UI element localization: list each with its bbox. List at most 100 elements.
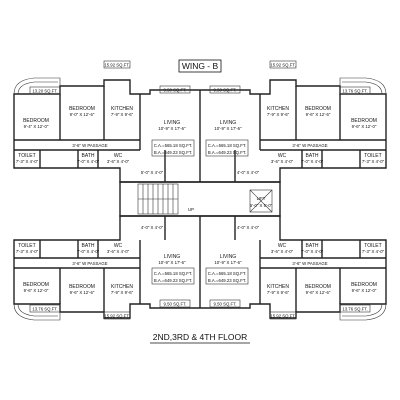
stair-up-label: UP: [188, 207, 194, 212]
room-name-tr-bed1: BEDROOM: [351, 118, 377, 124]
lift-size: 5'-0" X 5'-0": [250, 203, 273, 208]
room-size-bl-bed1: 9'-6" X 12'-0": [24, 288, 49, 293]
room-name-br-bath: BATH: [306, 243, 319, 249]
area-tags: [29, 60, 371, 320]
room-size-tr-wc: 3'-6" X 4'-0": [271, 159, 294, 164]
staircase: [137, 183, 179, 215]
area-balcony-bottom-center-right: 15.92 SQ.FT.: [270, 314, 295, 319]
area-balcony-bottom-right: 13.76 SQ.FT.: [342, 307, 367, 312]
duct-tl: 5'-0" X 4'-0": [141, 170, 164, 175]
built-area-bottom-right: B.A.=649.23 SQ.FT.: [208, 278, 246, 283]
room-name-tr-wc: WC: [278, 153, 287, 159]
room-size-br-kitchen: 7'-9" X 9'-6": [267, 290, 290, 295]
lift-name: LIFT: [257, 196, 266, 201]
room-name-bl-wc: WC: [114, 243, 123, 249]
passage-tr: 3'-6" W PASSAGE: [292, 143, 327, 148]
carpet-area-bottom-left: C.A.=565.18 SQ.FT.: [154, 271, 193, 276]
room-name-tl-kitchen: KITCHEN: [111, 106, 133, 112]
room-name-tl-bath: BATH: [82, 153, 95, 159]
passage-br: 3'-6" W PASSAGE: [292, 261, 327, 266]
room-size-tr-kitchen: 7'-9" X 9'-6": [267, 112, 290, 117]
wing-label-box: [178, 59, 222, 73]
room-name-tr-toilet: TOILET: [364, 153, 381, 159]
room-name-bl-kitchen: KITCHEN: [111, 284, 133, 290]
room-name-tl-living: LIVING: [164, 120, 181, 126]
area-vent-bottom-2: 9.50 SQ.FT.: [214, 302, 237, 307]
room-size-tl-bed2: 9'-0" X 12'-6": [70, 112, 95, 117]
area-box-bottom-left: [151, 267, 195, 285]
room-size-tl-living: 10'-9" X 17'-6": [158, 126, 186, 131]
room-size-bl-bed2: 9'-6" X 12'-6": [70, 290, 95, 295]
area-vent-top-1: 9.50 SQ.FT.: [164, 88, 187, 93]
room-size-br-living: 10'-9" X 17'-6": [214, 260, 242, 265]
area-vent-top-2: 9.50 SQ.FT.: [214, 88, 237, 93]
room-size-tl-kitchen: 7'-9" X 9'-6": [111, 112, 134, 117]
room-name-bl-bed2: BEDROOM: [69, 284, 95, 290]
partitions-top: [14, 86, 386, 182]
room-name-bl-bed1: BEDROOM: [23, 282, 49, 288]
lift-shaft: [249, 189, 273, 213]
room-size-bl-bath: 7'-0" X 4'-0": [77, 249, 100, 254]
room-name-tl-bed1: BEDROOM: [23, 118, 49, 124]
room-size-bl-wc: 3'-6" X 4'-0": [107, 249, 130, 254]
room-size-bl-kitchen: 7'-9" X 9'-6": [111, 290, 134, 295]
built-area-bottom-left: B.A.=649.23 SQ.FT.: [154, 278, 192, 283]
room-name-tr-living: LIVING: [220, 120, 237, 126]
room-size-br-bed2: 9'-6" X 12'-6": [306, 290, 331, 295]
room-name-bl-bath: BATH: [82, 243, 95, 249]
room-name-tr-bath: BATH: [306, 153, 319, 159]
area-box-bottom-right: [205, 267, 249, 285]
room-name-tr-bed2: BEDROOM: [305, 106, 331, 112]
room-size-br-wc: 3'-6" X 4'-0": [271, 249, 294, 254]
area-balcony-top-center-left: 15.92 SQ.FT.: [104, 63, 129, 68]
room-size-br-toilet: 7'-3" X 4'-0": [362, 249, 385, 254]
room-size-br-bed1: 9'-6" X 12'-0": [352, 288, 377, 293]
room-size-tl-toilet: 7'-3" X 4'-0": [16, 159, 39, 164]
carpet-area-top-left: C.A.=565.18 SQ.FT.: [154, 143, 193, 148]
room-size-bl-toilet: 7'-3" X 4'-0": [16, 249, 39, 254]
room-size-tl-wc: 3'-6" X 4'-0": [107, 159, 130, 164]
room-size-tr-bed2: 9'-6" X 12'-6": [306, 112, 331, 117]
room-size-br-bath: 7'-0" X 4'-0": [301, 249, 324, 254]
room-size-tr-living: 10'-9" X 17'-6": [214, 126, 242, 131]
duct-tr: 4'-0" X 4'-0": [237, 170, 260, 175]
room-size-tl-bed1: 9'-4" X 12'-0": [24, 124, 49, 129]
area-box-top-left: [151, 139, 195, 157]
room-name-tr-kitchen: KITCHEN: [267, 106, 289, 112]
passage-bl: 3'-6" W PASSAGE: [72, 261, 107, 266]
area-vent-bottom-1: 9.50 SQ.FT.: [164, 302, 187, 307]
room-name-br-bed1: BEDROOM: [351, 282, 377, 288]
wing-label: WING - B: [182, 61, 219, 71]
floor-caption: 2ND,3RD & 4TH FLOOR: [153, 332, 247, 342]
room-size-tr-bath: 7'-0" X 4'-0": [301, 159, 324, 164]
room-size-tr-bed1: 9'-6" X 12'-0": [352, 124, 377, 129]
area-balcony-top-left: 13.20 SQ.FT.: [32, 89, 57, 94]
partitions-bottom: [14, 216, 386, 312]
room-name-br-toilet: TOILET: [364, 243, 381, 249]
balcony-curves: [13, 77, 387, 321]
passage-tl: 3'-6" W PASSAGE: [72, 143, 107, 148]
room-name-tl-toilet: TOILET: [18, 153, 35, 159]
carpet-area-top-right: C.A.=565.18 SQ.FT.: [208, 143, 247, 148]
area-balcony-top-right: 13.76 SQ.FT.: [342, 89, 367, 94]
built-area-top-right: B.A.=649.23 SQ.FT.: [208, 150, 246, 155]
duct-br: 4'-0" X 4'-0": [237, 225, 260, 230]
room-name-br-bed2: BEDROOM: [305, 284, 331, 290]
room-name-bl-toilet: TOILET: [18, 243, 35, 249]
area-balcony-bottom-left: 13.76 SQ.FT.: [32, 307, 57, 312]
area-box-top-right: [205, 139, 249, 157]
room-size-tl-bath: 7'-0" X 4'-0": [77, 159, 100, 164]
room-name-br-wc: WC: [278, 243, 287, 249]
area-balcony-top-center-right: 15.92 SQ.FT.: [270, 63, 295, 68]
room-name-bl-living: LIVING: [164, 254, 181, 260]
duct-bl: 4'-0" X 4'-0": [141, 225, 164, 230]
room-name-tl-bed2: BEDROOM: [69, 106, 95, 112]
built-area-top-left: B.A.=649.23 SQ.FT.: [154, 150, 192, 155]
room-name-br-living: LIVING: [220, 254, 237, 260]
carpet-area-bottom-right: C.A.=565.18 SQ.FT.: [208, 271, 247, 276]
area-balcony-bottom-center-left: 15.92 SQ.FT.: [104, 314, 129, 319]
room-size-tr-toilet: 7'-3" X 4'-0": [362, 159, 385, 164]
room-name-br-kitchen: KITCHEN: [267, 284, 289, 290]
room-size-bl-living: 10'-9" X 17'-6": [158, 260, 186, 265]
